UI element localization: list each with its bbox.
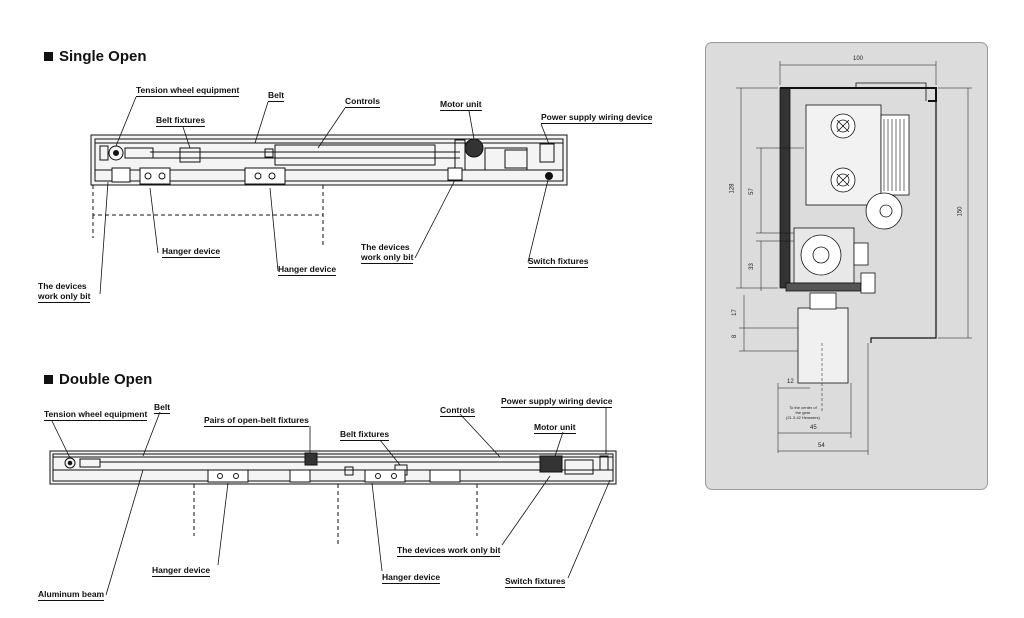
label-do-belt: Belt [154, 402, 171, 414]
label-hanger-device-2: Hanger device [278, 264, 337, 276]
label-hanger-device-1: Hanger device [162, 246, 221, 258]
label-switch-fixtures: Switch fixtures [528, 256, 589, 268]
label-motor-unit: Motor unit [440, 99, 482, 111]
label-devices-work-2a: The devices [361, 242, 410, 252]
label-devices-work-1b: work only bit [38, 291, 91, 303]
cross-section-panel: 100 128 57 33 17 8 150 12 45 54 To the c… [705, 42, 988, 490]
dim-17: 17 [731, 309, 738, 316]
double-open-beam [49, 450, 617, 545]
label-power-supply: Power supply wiring device [541, 112, 653, 124]
label-belt: Belt [268, 90, 285, 102]
note-line-2: the gear [795, 410, 811, 415]
single-open-beam [90, 134, 568, 245]
single-open-heading: Single Open [44, 48, 147, 65]
double-open-heading: Double Open [44, 371, 152, 388]
label-do-aluminum-beam: Aluminum beam [38, 589, 105, 601]
label-tension-wheel: Tension wheel equipment [136, 85, 240, 97]
label-do-pairs-fixtures: Pairs of open-belt fixtures [204, 415, 309, 427]
label-do-hanger-device-2: Hanger device [382, 572, 441, 584]
label-do-belt-fixtures: Belt fixtures [340, 429, 390, 441]
dim-8: 8 [732, 334, 739, 339]
double-open-leaders [51, 407, 611, 596]
note-line-3: (21.3-42 Hewwers) [786, 415, 820, 420]
bullet-square-icon [44, 375, 53, 384]
label-controls: Controls [345, 96, 380, 108]
double-open-title: Double Open [59, 371, 153, 388]
label-devices-work-1a: The devices [38, 281, 87, 291]
label-devices-work-2b: work only bit [361, 252, 414, 264]
label-do-power-supply: Power supply wiring device [501, 396, 613, 408]
label-do-devices-work: The devices work only bit [397, 545, 501, 557]
dim-12: 12 [787, 379, 794, 385]
cross-section-drawing [736, 61, 972, 455]
gear-center-note: To the center of the gear (21.3-42 Hewwe… [786, 405, 820, 420]
note-line-1: To the center of [789, 405, 817, 410]
label-do-controls: Controls [440, 405, 475, 417]
label-do-switch-fixtures: Switch fixtures [505, 576, 566, 588]
dim-100: 100 [853, 56, 864, 62]
dim-45: 45 [810, 425, 817, 431]
bullet-square-icon [44, 52, 53, 61]
dim-150: 150 [957, 206, 964, 217]
dim-54: 54 [818, 443, 825, 449]
single-open-leaders [99, 96, 550, 295]
label-do-tension-wheel: Tension wheel equipment [44, 409, 148, 421]
label-do-hanger-device-1: Hanger device [152, 565, 211, 577]
label-belt-fixtures: Belt fixtures [156, 115, 206, 127]
label-do-motor-unit: Motor unit [534, 422, 576, 434]
dim-57: 57 [748, 188, 755, 195]
single-open-title: Single Open [59, 48, 147, 65]
dim-128: 128 [729, 183, 736, 194]
dim-33: 33 [748, 263, 755, 270]
